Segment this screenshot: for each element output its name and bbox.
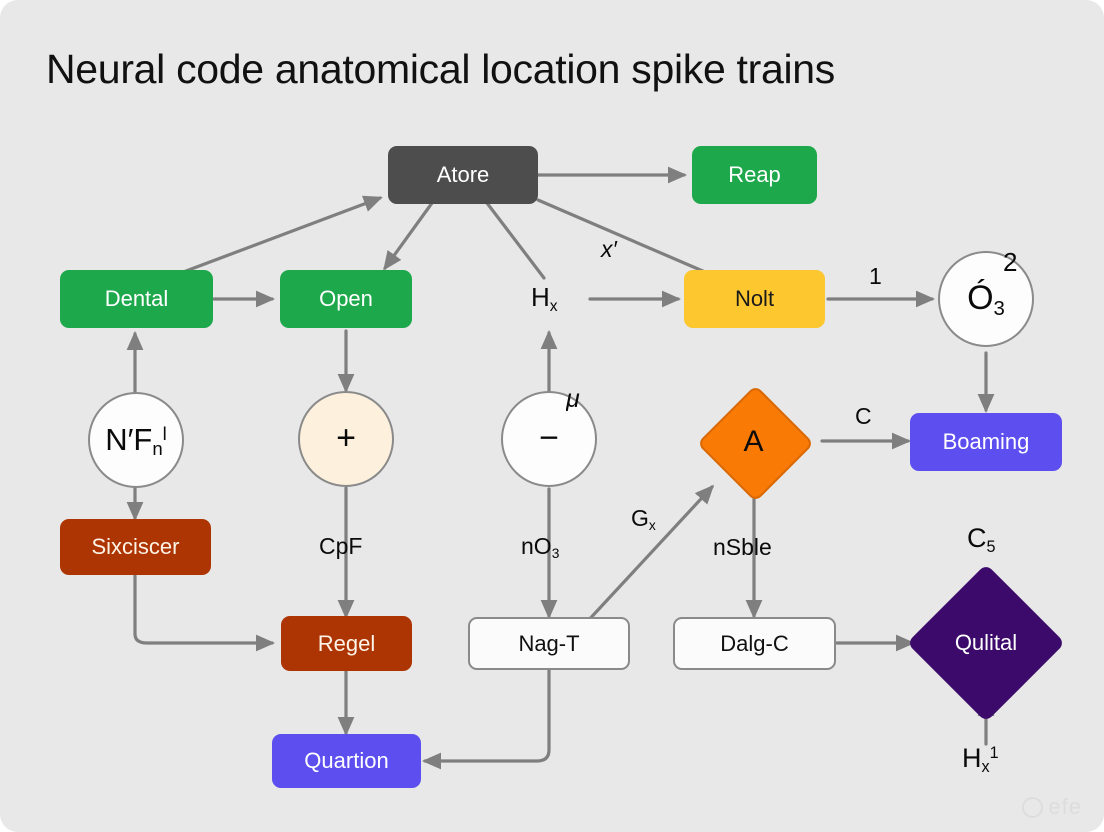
edge-atore-nolt [536, 198, 707, 274]
node-nolt-label: Nolt [734, 286, 775, 312]
edge-label-c: C [855, 403, 872, 429]
node-boaming-label: Boaming [942, 429, 1030, 455]
node-reap[interactable]: Reap [692, 146, 817, 204]
watermark-ring-icon [1022, 796, 1044, 818]
node-a-diamond[interactable]: A [696, 384, 815, 503]
node-quartion[interactable]: Quartion [272, 734, 421, 788]
node-open[interactable]: Open [280, 270, 412, 328]
node-boaming[interactable]: Boaming [910, 413, 1062, 471]
node-minus[interactable]: − [501, 391, 597, 487]
node-open-label: Open [319, 286, 373, 312]
page-title: Neural code anatomical location spike tr… [46, 46, 836, 92]
node-dental[interactable]: Dental [60, 270, 213, 328]
node-plus[interactable]: + [298, 391, 394, 487]
node-nag-t[interactable]: Nag-T [468, 617, 630, 670]
node-plus-label: + [336, 419, 356, 458]
node-dental-label: Dental [104, 286, 169, 312]
node-sixciscer[interactable]: Sixciscer [60, 519, 211, 575]
node-nolt[interactable]: Nolt [684, 270, 825, 328]
node-reap-label: Reap [728, 162, 781, 188]
edge-label-x-prime: x′ [601, 236, 617, 262]
edge-atore-hx [485, 201, 546, 280]
node-nag-t-label: Nag-T [518, 630, 580, 656]
node-atore[interactable]: Atore [388, 146, 538, 204]
node-regel[interactable]: Regel [281, 616, 412, 671]
node-dalg-c-label: Dalg-C [720, 630, 789, 656]
node-qulital-diamond[interactable]: Qulital [906, 563, 1066, 723]
edge-atore-open [383, 201, 434, 271]
edge-nagt-quartion [421, 668, 551, 770]
edge-label-nsble: nSble [713, 534, 772, 560]
node-atore-label: Atore [436, 162, 490, 188]
edge-label-one: 1 [869, 263, 882, 289]
watermark-text: efe [1048, 794, 1082, 819]
node-regel-label: Regel [317, 630, 376, 656]
edge-sixciscer-regel [133, 574, 276, 652]
watermark: efe [1022, 794, 1082, 820]
edge-dental-atore [176, 195, 383, 276]
node-minus-label: − [539, 419, 559, 458]
node-qulital-label: Qulital [954, 630, 1018, 655]
node-quartion-label: Quartion [304, 748, 389, 774]
node-dalg-c[interactable]: Dalg-C [673, 617, 836, 670]
node-sixciscer-label: Sixciscer [91, 534, 180, 560]
label-mu: μ [566, 385, 580, 411]
node-a-label: A [743, 424, 764, 458]
node-o3-superscript: 2 [1003, 247, 1018, 277]
edge-label-cpf: CpF [319, 533, 363, 559]
